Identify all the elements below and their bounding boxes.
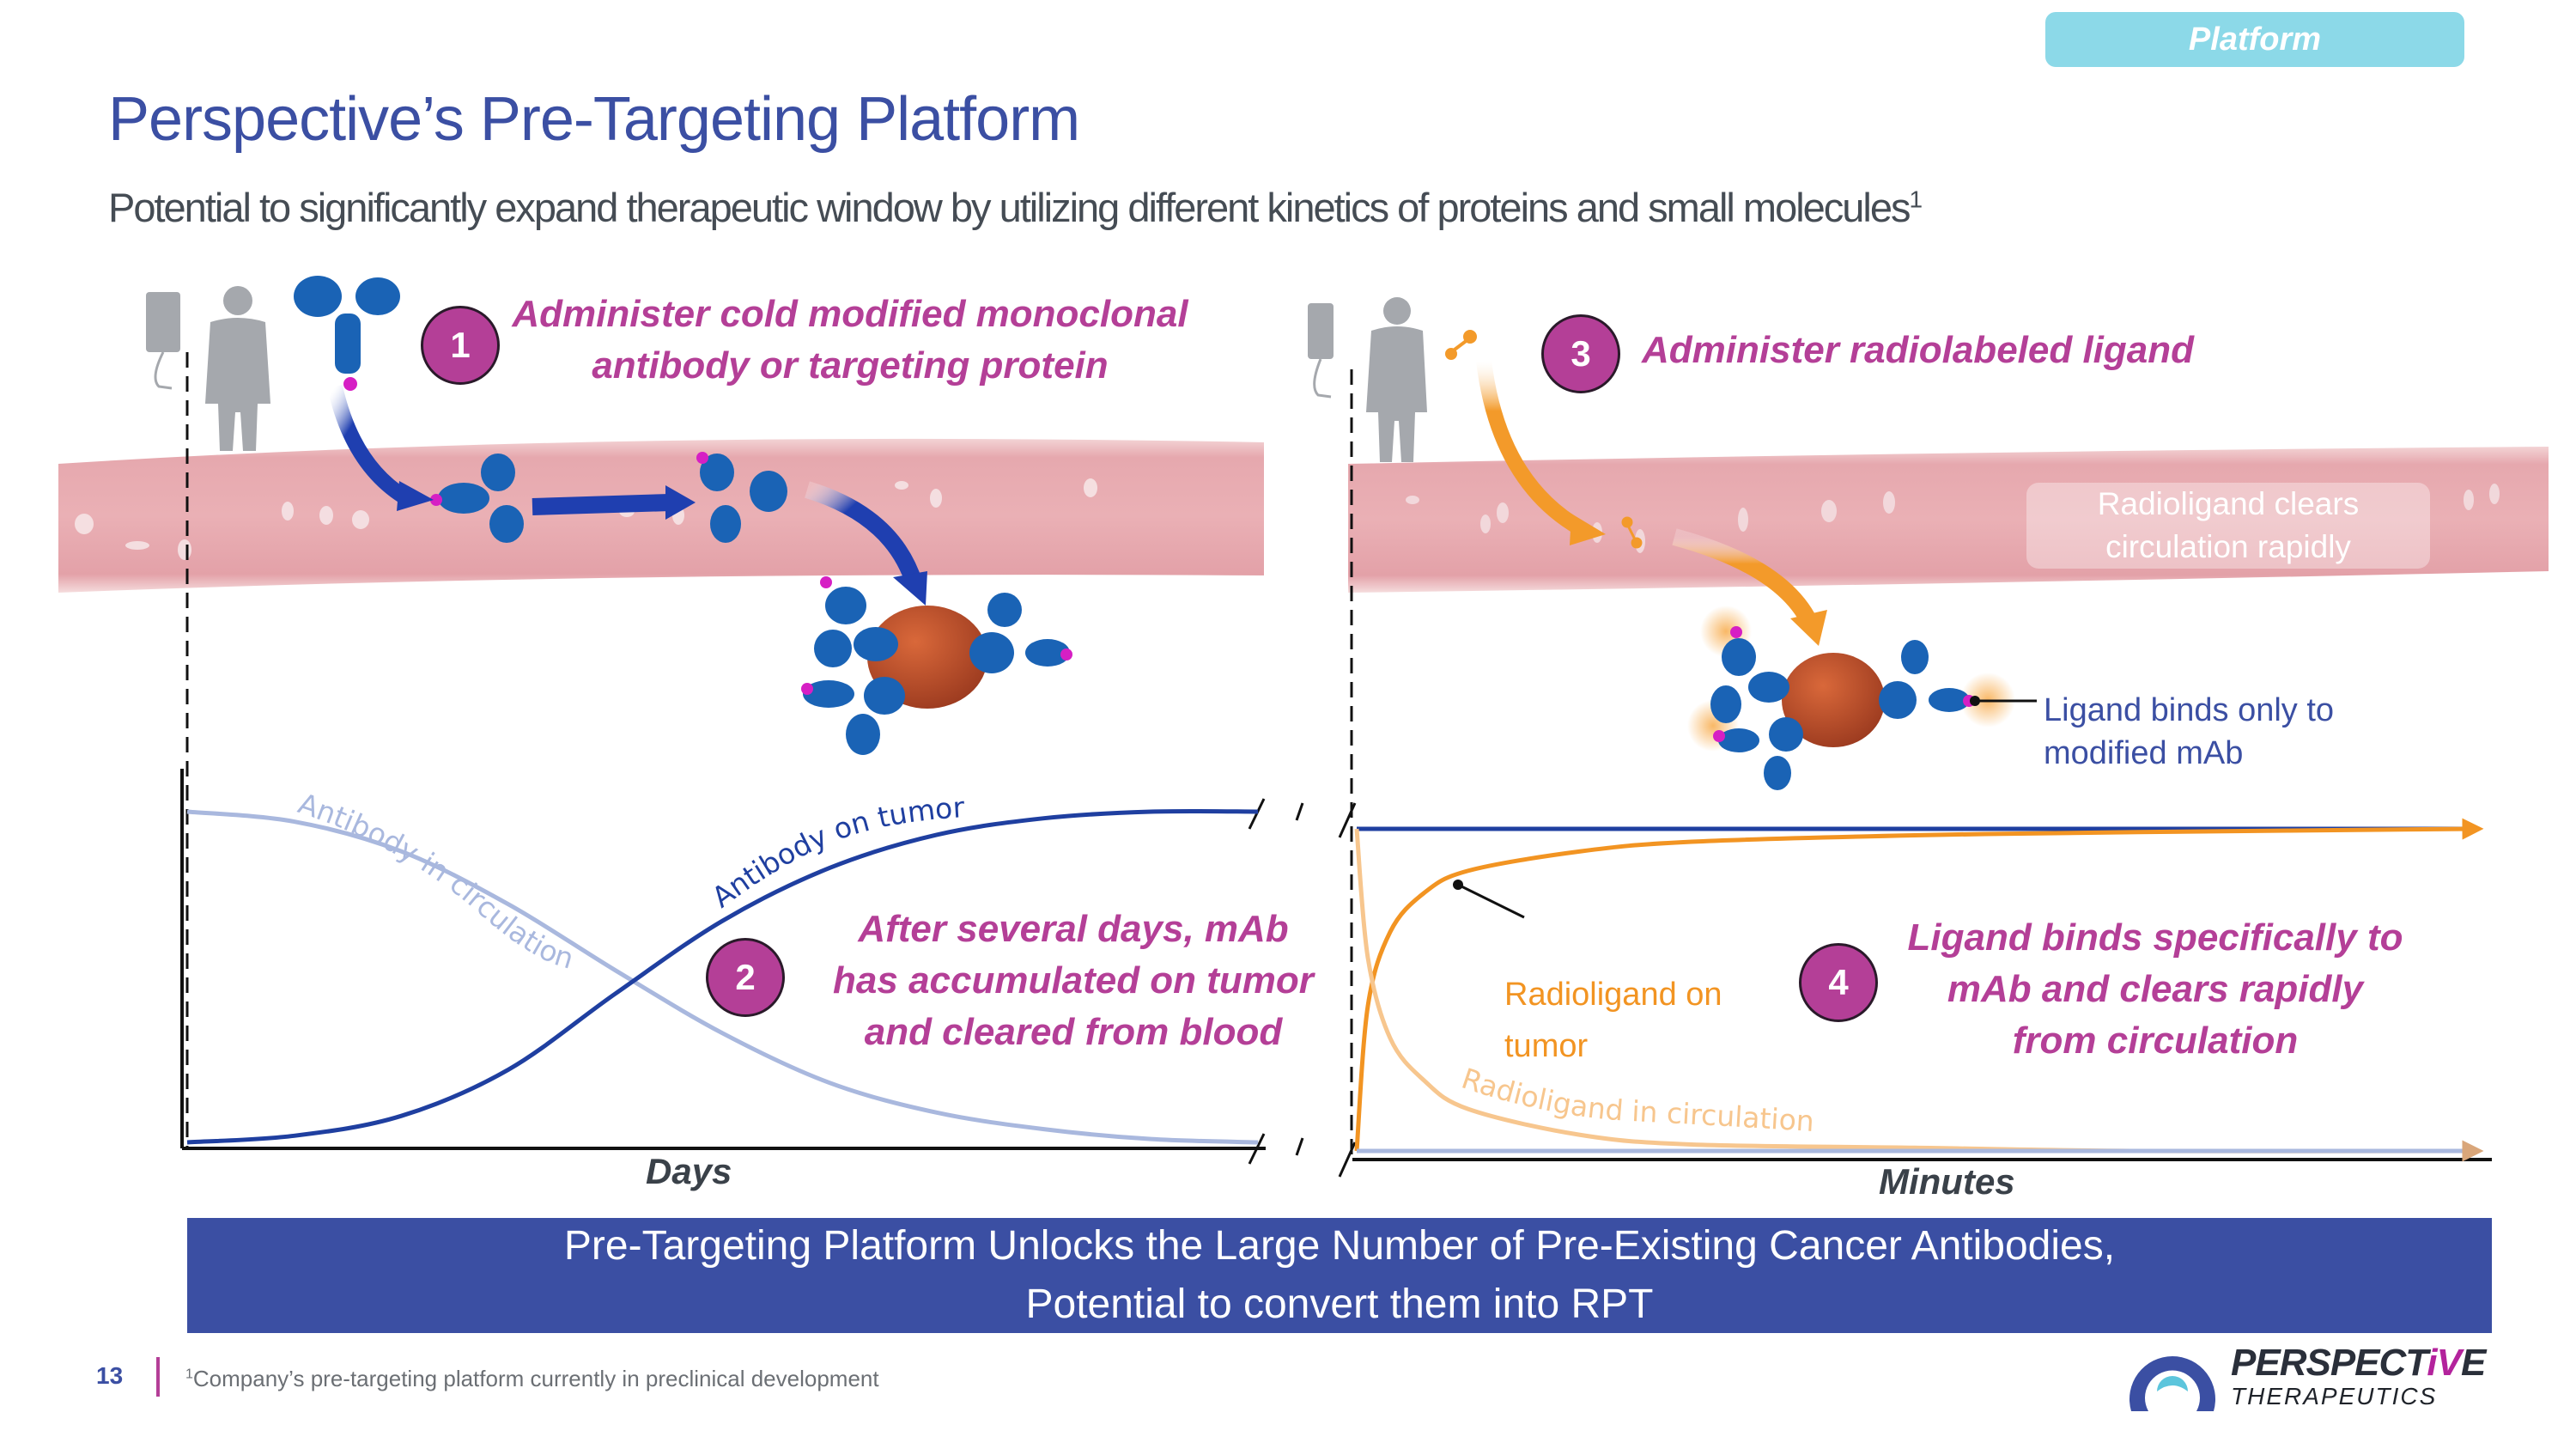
- company-logo-icon: [2129, 1356, 2215, 1411]
- subtitle-text: Potential to significantly expand therap…: [108, 185, 1911, 230]
- callout-dot: [1970, 696, 1980, 706]
- step-text-4: Ligand binds specifically to mAb and cle…: [1889, 912, 2421, 1067]
- flow-arrow: [805, 481, 923, 588]
- step-2-line: After several days, mAb: [858, 908, 1289, 950]
- iv-bag-icon: [146, 292, 180, 390]
- blood-vessel-right: [1348, 447, 2549, 593]
- page-title: Perspective’s Pre-Targeting Platform: [108, 85, 1080, 154]
- radioligand-molecule-icon: [1621, 516, 1643, 549]
- footer-divider: [156, 1357, 160, 1397]
- flow-arrow-head: [893, 571, 927, 606]
- banner-line-2: Potential to convert them into RPT: [1025, 1282, 1654, 1327]
- company-logo-wordmark: PERSPECTiVE: [2231, 1342, 2486, 1385]
- iv-bag-icon: [1308, 303, 1334, 399]
- person-silhouette-icon: [205, 286, 270, 451]
- logo-word-accent: iV: [2427, 1342, 2462, 1384]
- series-line-radioligand-on-tumor: [1354, 818, 2484, 1152]
- step-text-3: Administer radiolabeled ligand: [1642, 325, 2194, 376]
- axis-break-marks-right: [1338, 802, 1357, 1178]
- vessel-label-line: circulation rapidly: [2105, 529, 2351, 564]
- step-badge-4: 4: [1799, 943, 1878, 1022]
- company-logo-subtitle: THERAPEUTICS: [2231, 1383, 2438, 1409]
- chart-minutes-plot: [1354, 818, 2484, 1162]
- section-tag-label: Platform: [2188, 21, 2322, 58]
- flow-arrow: [1672, 528, 1820, 631]
- step-2-line: and cleared from blood: [864, 1011, 1283, 1053]
- page-subtitle: Potential to significantly expand therap…: [108, 184, 1923, 231]
- page-number: 13: [96, 1362, 124, 1389]
- chart-days-axes: [180, 769, 1266, 1150]
- callout-leader-radioligand: [1453, 880, 1525, 919]
- subtitle-footnote-marker: 1: [1909, 186, 1923, 213]
- step-badge-1: 1: [421, 306, 500, 385]
- logo-word-main: PERSPECT: [2231, 1342, 2427, 1384]
- axis-break-marks-left: [1248, 798, 1304, 1165]
- chart-days-plot: [186, 808, 1259, 1145]
- step-text-1: Administer cold modified monoclonal anti…: [507, 289, 1194, 392]
- step-1-line: Administer cold modified monoclonal: [512, 293, 1188, 335]
- step-1-line: antibody or targeting protein: [592, 344, 1109, 387]
- flow-arrow-head: [1790, 610, 1827, 646]
- radioligand-clears-label: Radioligand clears circulation rapidly: [2026, 483, 2430, 569]
- callout-line: modified mAb: [2044, 735, 2244, 771]
- radioligand-molecule-icon: [1445, 330, 1477, 360]
- vessel-label-line: Radioligand clears: [2097, 486, 2360, 521]
- series-line-antibody-in-circulation: [186, 809, 1259, 1145]
- key-message-banner: Pre-Targeting Platform Unlocks the Large…: [187, 1218, 2492, 1333]
- callout-line: Ligand binds only to: [2044, 692, 2335, 728]
- flow-arrow-head: [397, 481, 434, 511]
- step-text-2: After several days, mAb has accumulated …: [807, 904, 1340, 1058]
- tumor-cell-icon: [1687, 606, 2015, 790]
- flow-arrow: [532, 494, 671, 515]
- radioligand-label-line: tumor: [1504, 1028, 1589, 1064]
- section-tag: Platform: [2045, 12, 2464, 67]
- footnote-text: Company’s pre-targeting platform current…: [192, 1366, 879, 1391]
- antibody-icon: [696, 452, 787, 543]
- flow-arrow: [327, 385, 408, 503]
- radioligand-label-line: Radioligand on: [1504, 977, 1722, 1013]
- series-line-antibody-on-tumor: [186, 808, 1259, 1145]
- antibody-icon: [430, 454, 524, 543]
- step-3-line: Administer radiolabeled ligand: [1642, 329, 2195, 371]
- flow-arrow: [1476, 359, 1584, 535]
- blood-vessel-left: [58, 438, 1264, 593]
- logo-word-end: E: [2460, 1342, 2486, 1384]
- series-label-antibody-tumor: Antibody on tumor: [706, 790, 966, 914]
- step-4-line: Ligand binds specifically to: [1907, 916, 2403, 959]
- ligand-binds-callout: Ligand binds only to modified mAb: [2044, 689, 2334, 775]
- footnote-marker: 1: [185, 1367, 193, 1382]
- radioligand-tumor-label: Radioligand on tumor: [1504, 969, 1722, 1072]
- step-badge-3: 3: [1541, 314, 1620, 393]
- flow-arrow-head: [665, 485, 696, 520]
- step-badge-2: 2: [706, 938, 785, 1017]
- series-label-radioligand-circulation: Radioligand in circulation: [1458, 1062, 1815, 1138]
- series-label-antibody-circulation: Antibody in circulation: [295, 787, 578, 976]
- footnote: 1Company’s pre-targeting platform curren…: [185, 1366, 879, 1392]
- x-axis-label-days: Days: [646, 1151, 732, 1191]
- person-silhouette-icon: [1366, 297, 1427, 462]
- banner-line-1: Pre-Targeting Platform Unlocks the Large…: [563, 1223, 2116, 1269]
- step-4-line: mAb and clears rapidly: [1947, 968, 2364, 1010]
- tumor-cell-icon: [801, 576, 1072, 755]
- x-axis-label-minutes: Minutes: [1879, 1161, 2015, 1202]
- step-2-line: has accumulated on tumor: [833, 959, 1314, 1002]
- antibody-icon: [294, 276, 400, 391]
- flow-arrow-head: [1570, 514, 1606, 545]
- step-4-line: from circulation: [2012, 1020, 2299, 1062]
